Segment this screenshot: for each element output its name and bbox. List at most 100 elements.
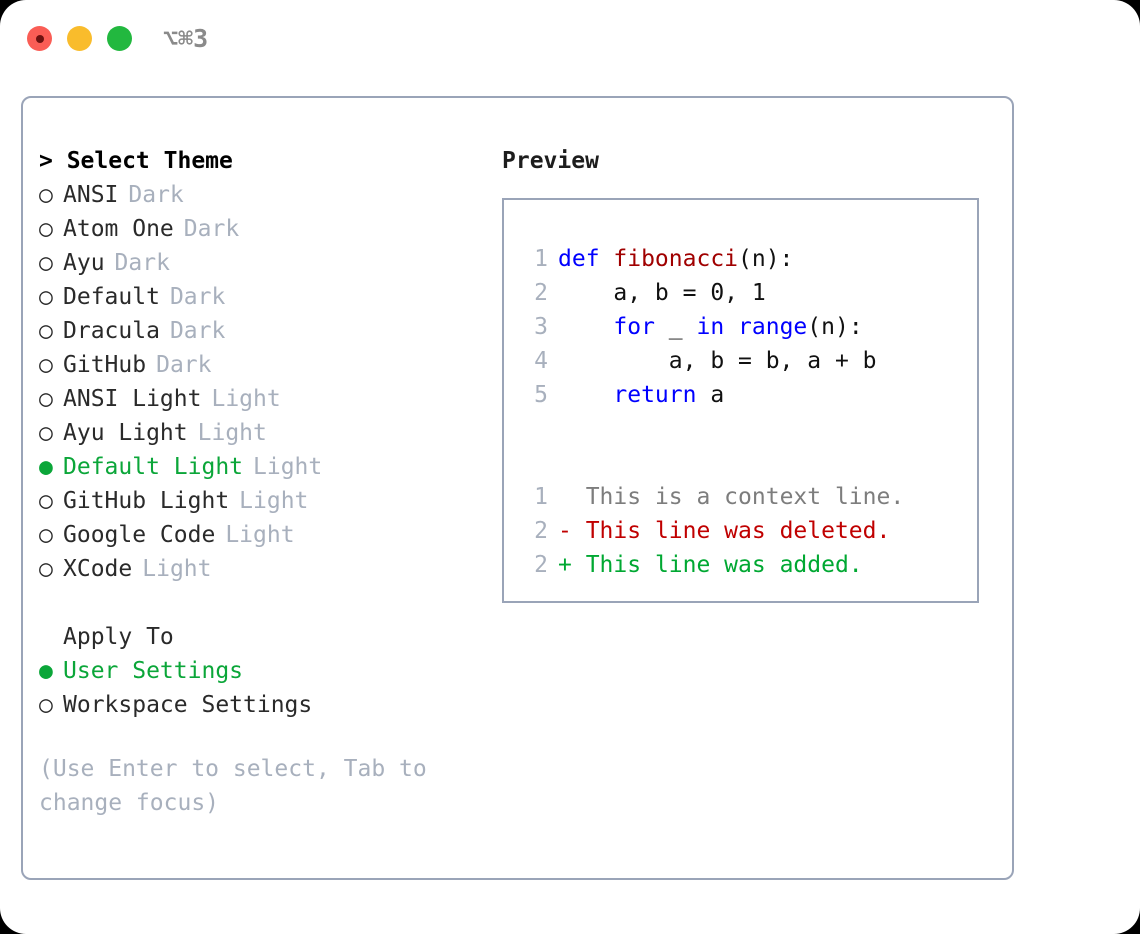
line-number: 1 <box>534 484 548 510</box>
line-number: 2 <box>534 280 548 306</box>
line-number: 5 <box>534 382 548 408</box>
theme-variant-tag: Dark <box>128 182 184 208</box>
radio-icon: ○ <box>39 386 53 412</box>
theme-item-ayu-light[interactable]: ○ Ayu Light Light <box>39 416 499 450</box>
radio-icon: ○ <box>39 182 53 208</box>
apply-to-label: Workspace Settings <box>63 692 313 718</box>
radio-icon: ○ <box>39 692 53 718</box>
code-preview: 1 def fibonacci(n): 2 a, b = 0, 1 3 for … <box>514 242 904 582</box>
diff-marker: + <box>558 552 586 578</box>
code-token: (n): <box>738 246 794 272</box>
theme-name: Google Code <box>63 522 216 548</box>
code-token <box>558 382 613 408</box>
theme-name: Dracula <box>63 318 160 344</box>
theme-variant-tag: Dark <box>156 352 212 378</box>
radio-icon: ○ <box>39 318 53 344</box>
code-token <box>724 314 738 340</box>
theme-item-default-light[interactable]: ● Default Light Light <box>39 450 499 484</box>
line-number: 2 <box>534 518 548 544</box>
diff-line-added: 2 + This line was added. <box>514 548 904 582</box>
main-panel: > Select Theme ○ ANSI Dark ○ Atom One Da… <box>21 96 1014 880</box>
radio-icon: ○ <box>39 216 53 242</box>
theme-item-dracula-dark[interactable]: ○ Dracula Dark <box>39 314 499 348</box>
diff-line-context: 1 This is a context line. <box>514 480 904 514</box>
theme-item-github-light[interactable]: ○ GitHub Light Light <box>39 484 499 518</box>
minimize-button[interactable] <box>67 26 92 51</box>
theme-variant-tag: Light <box>253 454 323 480</box>
theme-item-xcode[interactable]: ○ XCode Light <box>39 552 499 586</box>
code-line: 2 a, b = 0, 1 <box>514 276 904 310</box>
keyboard-hint-text: (Use Enter to select, Tab to change focu… <box>39 756 441 816</box>
code-token: range <box>738 314 808 340</box>
theme-variant-tag: Dark <box>114 250 170 276</box>
code-blank-line <box>514 446 904 480</box>
code-token: a, b = b, a + b <box>558 348 877 374</box>
theme-name: Default <box>63 284 160 310</box>
theme-name: ANSI <box>63 182 119 208</box>
radio-icon: ○ <box>39 556 53 582</box>
line-number: 2 <box>534 552 548 578</box>
title-bar: ⌥⌘3 <box>0 0 1140 76</box>
diff-line-deleted: 2 - This line was deleted. <box>514 514 904 548</box>
line-number: 4 <box>534 348 548 374</box>
apply-to-label: User Settings <box>63 658 244 684</box>
theme-name: Ayu Light <box>63 420 188 446</box>
code-token: a, b = 0, 1 <box>558 280 766 306</box>
code-line: 1 def fibonacci(n): <box>514 242 904 276</box>
line-number: 1 <box>534 246 548 272</box>
code-token: in <box>696 314 725 340</box>
theme-variant-tag: Dark <box>183 216 240 242</box>
radio-icon: ○ <box>39 352 53 378</box>
maximize-button[interactable] <box>107 26 132 51</box>
theme-name: XCode <box>63 556 133 582</box>
code-token: _ <box>654 314 697 340</box>
radio-icon: ○ <box>39 284 53 310</box>
window-controls <box>27 26 132 51</box>
select-theme-header: > Select Theme <box>39 148 233 174</box>
preview-header: Preview <box>502 148 599 174</box>
close-button[interactable] <box>27 26 52 51</box>
radio-icon: ○ <box>39 522 53 548</box>
theme-name: Atom One <box>63 216 174 242</box>
code-token: for <box>613 314 655 340</box>
code-token <box>558 314 613 340</box>
code-token: fibonacci <box>613 246 739 272</box>
diff-marker <box>558 484 586 510</box>
theme-name: GitHub Light <box>63 488 230 514</box>
preview-box: 1 def fibonacci(n): 2 a, b = 0, 1 3 for … <box>502 198 979 603</box>
theme-item-ansi-light[interactable]: ○ ANSI Light Light <box>39 382 499 416</box>
theme-item-github-dark[interactable]: ○ GitHub Dark <box>39 348 499 382</box>
code-line: 3 for _ in range(n): <box>514 310 904 344</box>
keyboard-shortcut-label: ⌥⌘3 <box>163 24 209 53</box>
theme-name: GitHub <box>63 352 147 378</box>
apply-to-workspace-settings[interactable]: ○ Workspace Settings <box>39 688 499 722</box>
preview-column: Preview 1 def fibonacci(n): 2 a, b = 0, … <box>502 144 1002 603</box>
theme-item-atom-one-dark[interactable]: ○ Atom One Dark <box>39 212 499 246</box>
code-line: 5 return a <box>514 378 904 412</box>
panel-columns: > Select Theme ○ ANSI Dark ○ Atom One Da… <box>23 98 1012 878</box>
radio-selected-icon: ● <box>39 658 53 684</box>
theme-item-ansi-dark[interactable]: ○ ANSI Dark <box>39 178 499 212</box>
theme-variant-tag: Light <box>211 386 281 412</box>
code-token: return <box>613 382 697 408</box>
theme-name: Ayu <box>63 250 105 276</box>
theme-item-ayu-dark[interactable]: ○ Ayu Dark <box>39 246 499 280</box>
code-token: (n): <box>807 314 863 340</box>
theme-variant-tag: Light <box>197 420 267 446</box>
diff-text: This is a context line. <box>585 484 905 510</box>
theme-picker-column: > Select Theme ○ ANSI Dark ○ Atom One Da… <box>39 144 499 820</box>
theme-variant-tag: Light <box>142 556 212 582</box>
code-token: def <box>558 246 614 272</box>
theme-variant-tag: Dark <box>169 284 226 310</box>
theme-item-default-dark[interactable]: ○ Default Dark <box>39 280 499 314</box>
radio-icon: ○ <box>39 420 53 446</box>
apply-to-user-settings[interactable]: ● User Settings <box>39 654 499 688</box>
theme-name: ANSI Light <box>63 386 202 412</box>
theme-variant-tag: Light <box>225 522 295 548</box>
code-blank-line <box>514 412 904 446</box>
theme-item-google-code[interactable]: ○ Google Code Light <box>39 518 499 552</box>
hint-spacer <box>39 722 499 752</box>
code-line: 4 a, b = b, a + b <box>514 344 904 378</box>
list-spacer <box>39 586 499 620</box>
